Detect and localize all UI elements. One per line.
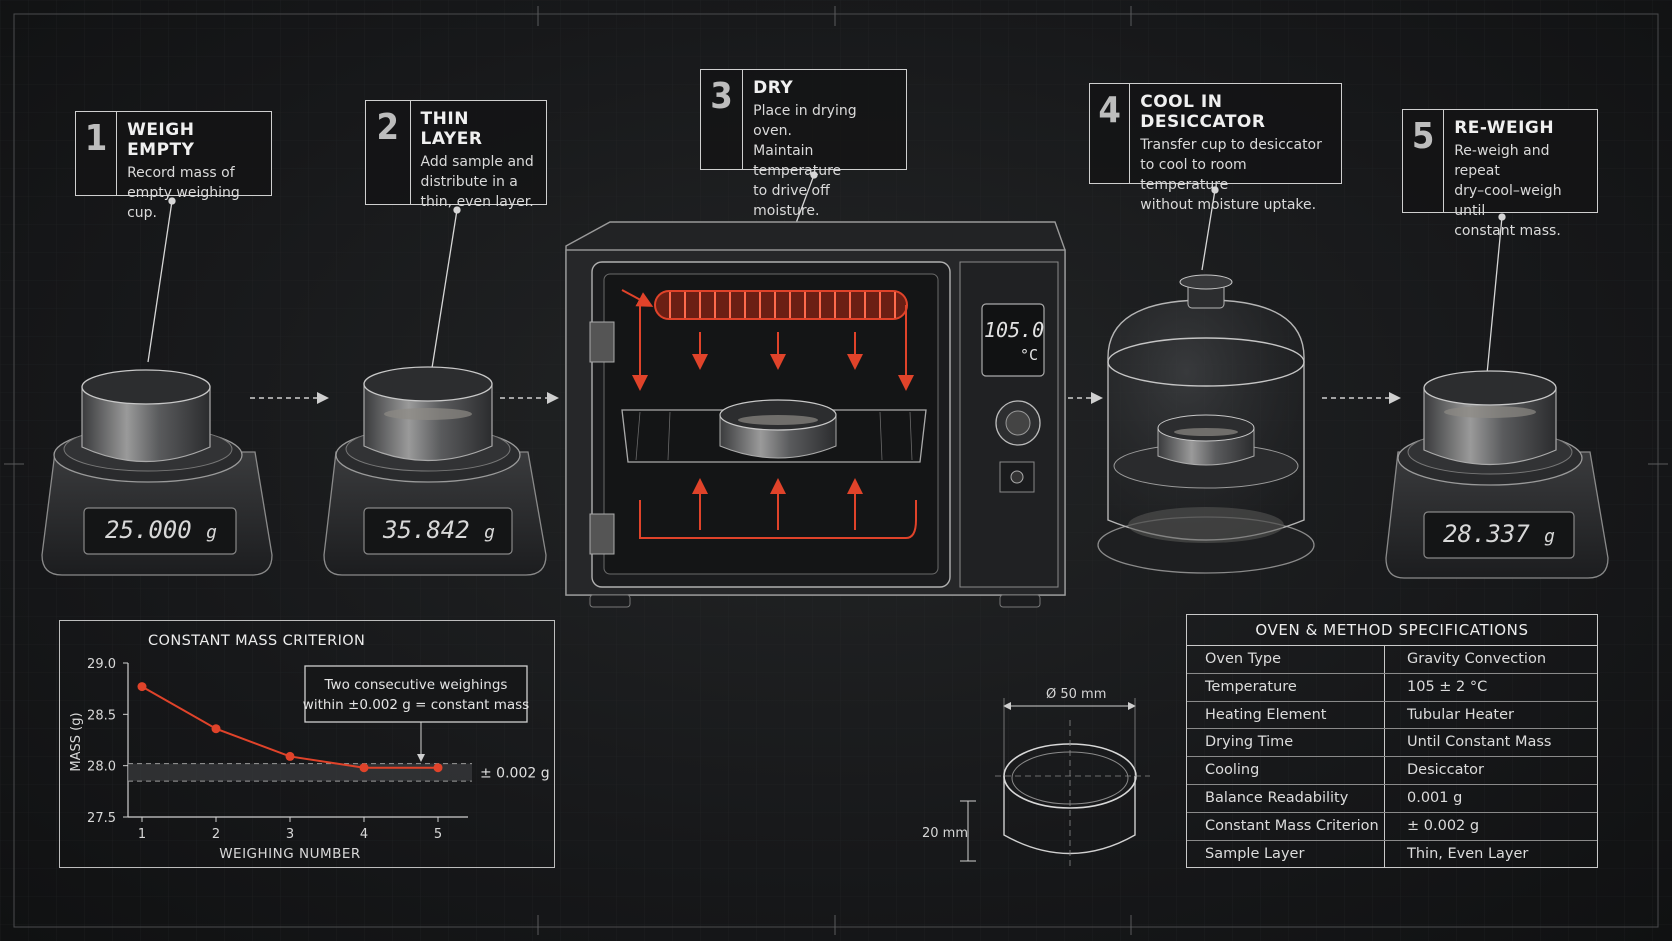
spec-row: Heating Element Tubular Heater (1187, 701, 1597, 730)
convection-arrows (621, 289, 917, 539)
step-number: 3 (701, 70, 744, 169)
balance-1-display: 25.000 g (96, 516, 226, 544)
balance-5-reading: 28.337 (1443, 520, 1530, 548)
step-title: COOL IN DESICCATOR (1140, 92, 1266, 132)
step-title: WEIGH EMPTY (127, 120, 195, 160)
spec-row: Cooling Desiccator (1187, 757, 1597, 785)
drying-oven (565, 221, 1066, 608)
step-4-callout: 4 COOL IN DESICCATOR Transfer cup to des… (1089, 83, 1342, 213)
balance-2 (323, 366, 547, 576)
step-title: DRY (753, 78, 794, 98)
spec-value: Thin, Even Layer (1407, 845, 1529, 862)
step-number: 2 (366, 101, 411, 204)
spec-key: Heating Element (1187, 701, 1385, 729)
balance-2-reading: 35.842 (383, 516, 470, 544)
spec-key: Oven Type (1187, 646, 1385, 673)
cup-diameter-label: Ø 50 mm (1046, 687, 1107, 702)
oven-temp-value: 105.0 (984, 318, 1045, 342)
step-number: 5 (1403, 110, 1445, 212)
spec-row: Temperature 105 ± 2 °C (1187, 673, 1597, 702)
spec-value: 105 ± 2 °C (1407, 678, 1488, 695)
spec-key: Sample Layer (1187, 840, 1385, 868)
oven-temp-unit: °C (1019, 346, 1038, 364)
step-description: Transfer cup to desiccator to cool to ro… (1140, 137, 1322, 213)
constant-mass-chart-panel: CONSTANT MASS CRITERION (59, 620, 555, 868)
step-description: Place in drying oven. Maintain temperatu… (753, 103, 857, 219)
heating-element (654, 290, 908, 320)
spec-value: Tubular Heater (1407, 706, 1515, 723)
step-title: RE-WEIGH (1454, 118, 1555, 138)
balance-1-reading: 25.000 (105, 516, 192, 544)
balance-1 (41, 369, 273, 576)
step-description: Record mass of empty weighing cup. (127, 165, 240, 221)
spec-row: Oven Type Gravity Convection (1187, 646, 1597, 674)
spec-value: ± 0.002 g (1407, 817, 1480, 834)
cup-height-label: 20 mm (922, 826, 969, 841)
frame-ticks (4, 6, 1668, 935)
spec-table-title: OVEN & METHOD SPECIFICATIONS (1187, 615, 1597, 646)
frame-border (13, 13, 1659, 928)
step-3-callout: 3 DRY Place in drying oven. Maintain tem… (700, 69, 907, 219)
spec-value: Gravity Convection (1407, 651, 1547, 667)
step-description: Add sample and distribute in a thin, eve… (420, 154, 534, 210)
balance-5 (1385, 370, 1609, 579)
balance-1-unit: g (206, 522, 217, 543)
spec-value: Until Constant Mass (1407, 734, 1552, 751)
oven-temp-display: 105.0 °C (984, 318, 1045, 364)
spec-key: Cooling (1187, 757, 1385, 784)
step-2-callout: 2 THIN LAYER Add sample and distribute i… (365, 100, 547, 210)
spec-value: 0.001 g (1407, 789, 1463, 806)
desiccator (1097, 274, 1315, 574)
spec-row: Constant Mass Criterion ± 0.002 g (1187, 812, 1597, 841)
balance-5-unit: g (1544, 526, 1555, 547)
balance-2-unit: g (484, 522, 495, 543)
spec-key: Balance Readability (1187, 784, 1385, 812)
spec-row: Sample Layer Thin, Even Layer (1187, 840, 1597, 868)
spec-value: Desiccator (1407, 762, 1485, 779)
step-description: Re-weigh and repeat dry–cool–weigh until… (1454, 143, 1562, 239)
spec-key: Temperature (1187, 673, 1385, 701)
balance-5-display: 28.337 g (1434, 520, 1564, 548)
cup-dimension-drawing (960, 698, 1150, 870)
spec-key: Drying Time (1187, 729, 1385, 757)
spec-row: Balance Readability 0.001 g (1187, 784, 1597, 813)
step-title: THIN LAYER (420, 109, 483, 149)
spec-table: OVEN & METHOD SPECIFICATIONS Oven Type Gr… (1186, 614, 1598, 869)
step-number: 1 (76, 112, 118, 195)
step-5-callout: 5 RE-WEIGH Re-weigh and repeat dry–cool–… (1402, 109, 1598, 239)
step-1-callout: 1 WEIGH EMPTY Record mass of empty weigh… (75, 111, 272, 221)
leader-lines (147, 171, 1506, 375)
chart-title: CONSTANT MASS CRITERION (148, 633, 366, 649)
step-number: 4 (1090, 84, 1131, 183)
spec-key: Constant Mass Criterion (1187, 812, 1385, 840)
balance-2-display: 35.842 g (374, 516, 504, 544)
spec-row: Drying Time Until Constant Mass (1187, 729, 1597, 758)
